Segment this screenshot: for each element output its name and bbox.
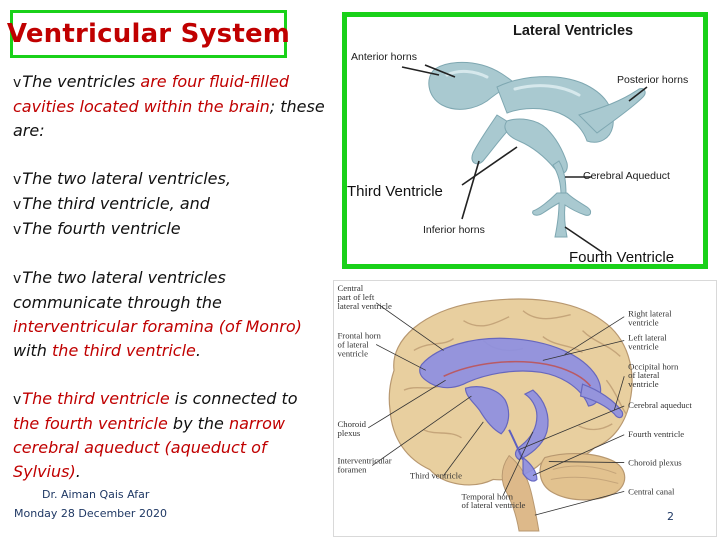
brain-ventricles-figure: Central part of left lateral ventricle F… (333, 280, 717, 537)
label-central-part-2: part of left (337, 292, 374, 302)
label-left-lateral-2: ventricle (628, 341, 659, 351)
inferior-horn-shape (471, 114, 514, 165)
label-central-part: Central (337, 283, 363, 293)
lateral-body-shape (496, 76, 614, 143)
label-third-ventricle-bottom: Third ventricle (410, 470, 462, 480)
bullet-icon: v (13, 392, 22, 408)
label-cerebral-aqueduct-bottom: Cerebral aqueduct (628, 400, 692, 410)
label-frontal-horn-3: ventricle (337, 348, 368, 358)
paragraph-list: vThe two lateral ventricles, vThe third … (13, 167, 328, 242)
body-text: vThe ventricles are four fluid-filled ca… (13, 70, 328, 484)
label-lateral-ventricles: Lateral Ventricles (513, 23, 633, 39)
temporal-horn-shape (514, 389, 549, 461)
slide-title-box: Ventricular System (6, 10, 291, 58)
label-right-lateral: Right lateral (628, 309, 672, 319)
label-inferior-horns: Inferior horns (423, 224, 485, 236)
brain-diagram: Central part of left lateral ventricle F… (337, 283, 692, 532)
list-item: vThe third ventricle, and (13, 194, 210, 213)
label-central-canal: Central canal (628, 486, 675, 496)
third-ventricle-shape (464, 386, 510, 435)
label-cerebral-aqueduct: Cerebral Aqueduct (583, 170, 670, 182)
bullet-icon: v (13, 222, 22, 238)
label-interventricular-2: foramen (337, 464, 367, 474)
label-right-lateral-2: ventricle (628, 318, 659, 328)
label-frontal-horn: Frontal horn (337, 331, 381, 341)
label-choroid-right: Choroid plexus (628, 458, 682, 468)
label-choroid-left-2: plexus (337, 428, 360, 438)
label-fourth-ventricle: Fourth Ventricle (569, 249, 674, 264)
label-occipital-horn: Occipital horn (628, 361, 679, 371)
bullet-icon: v (13, 197, 22, 213)
lateral-ventricles-figure: Lateral Ventricles Anterior horns Poster… (342, 12, 708, 269)
label-anterior-horns: Anterior horns (351, 51, 417, 63)
label-frontal-horn-2: of lateral (337, 339, 369, 349)
paragraph-intro: vThe ventricles are four fluid-filled ca… (13, 72, 325, 140)
label-central-part-3: lateral ventricle (337, 301, 392, 311)
footer-author: Dr. Aiman Qais Afar (42, 488, 150, 501)
slide-title: Ventricular System (6, 19, 291, 49)
fourth-ventricle-shape (532, 192, 592, 238)
ventricle-cast-diagram: Lateral Ventricles Anterior horns Poster… (347, 23, 688, 264)
footer-date: Monday 28 December 2020 (14, 507, 167, 520)
bullet-icon: v (13, 75, 22, 91)
label-left-lateral: Left lateral (628, 333, 667, 343)
label-occipital-horn-3: ventricle (628, 379, 659, 389)
page-number: 2 (667, 510, 674, 523)
label-occipital-horn-2: of lateral (628, 370, 660, 380)
list-item: vThe two lateral ventricles, (13, 169, 231, 188)
bullet-icon: v (13, 172, 22, 188)
label-interventricular: Interventricular (337, 456, 391, 466)
occipital-horn-shape (579, 383, 624, 419)
list-item: vThe fourth ventricle (13, 219, 181, 238)
brainstem-shape (501, 454, 540, 532)
label-fourth-ventricle-bottom: Fourth ventricle (628, 429, 684, 439)
label-third-ventricle: Third Ventricle (347, 183, 443, 200)
label-temporal-horn-2: of lateral ventricle (461, 500, 525, 510)
bullet-icon: v (13, 271, 22, 287)
label-temporal-horn: Temporal horn (461, 491, 513, 501)
paragraph-aqueduct: vThe third ventricle is connected to the… (13, 389, 298, 481)
label-choroid-left: Choroid (337, 419, 366, 429)
cerebellum-shape (539, 452, 626, 501)
paragraph-communicate: vThe two lateral ventricles communicate … (13, 268, 302, 360)
posterior-horn-shape (578, 88, 646, 134)
label-posterior-horns: Posterior horns (617, 74, 688, 86)
